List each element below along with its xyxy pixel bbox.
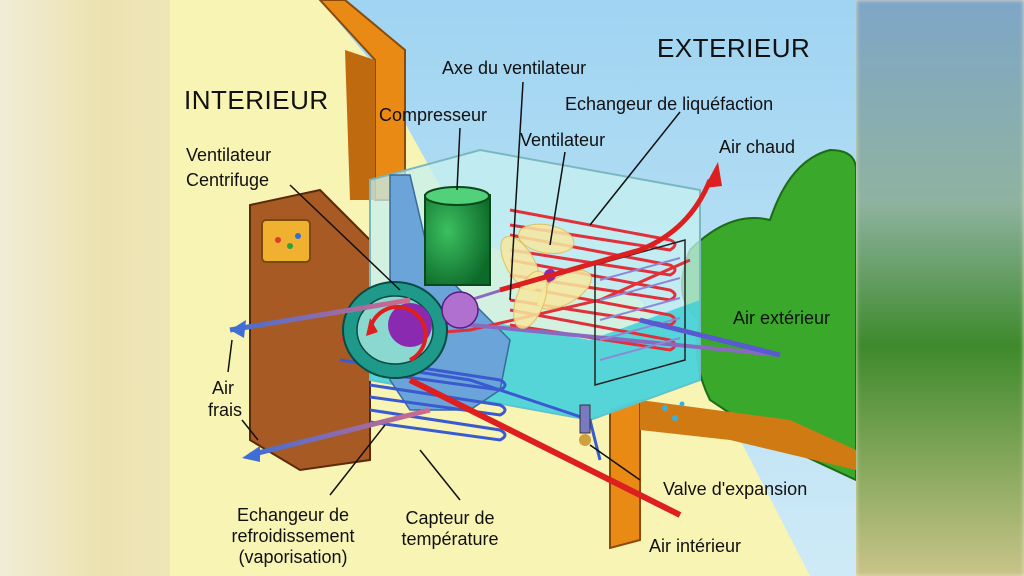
cooling-exchanger-label-line2: refroidissement xyxy=(231,526,355,546)
control-dot xyxy=(287,243,293,249)
air-conditioner-diagram: INTERIEUR EXTERIEUR Axe du ventilateur E… xyxy=(170,0,857,576)
cool-air-arrow-lower xyxy=(249,407,431,458)
fan-axis-label: Axe du ventilateur xyxy=(442,58,587,78)
cool-air-arrow-upper-head xyxy=(230,320,246,338)
hot-air-arrow xyxy=(499,179,713,293)
cooling-exchanger-label-line1: Echangeur de xyxy=(236,505,350,525)
exterior-zone-label: EXTERIEUR xyxy=(657,33,811,63)
fan-motor-housing xyxy=(441,291,479,329)
expansion-valve xyxy=(579,404,591,434)
grille-slats xyxy=(599,257,681,361)
diagram-artwork xyxy=(170,0,857,576)
temperature-sensor-label-line2: température xyxy=(401,529,499,549)
blurred-background-left xyxy=(0,0,170,576)
cool-air-label-line1: Air xyxy=(212,378,234,398)
rotation-arrow xyxy=(368,304,428,362)
interior-zone-label: INTERIEUR xyxy=(184,85,329,115)
cooling-exchanger-label-line3: (vaporisation) xyxy=(238,547,348,567)
control-panel xyxy=(261,219,311,263)
leader-lines xyxy=(227,81,681,501)
control-dot xyxy=(275,237,281,243)
compressor-body xyxy=(424,194,491,286)
expansion-valve-label: Valve d'expansion xyxy=(663,479,808,499)
control-dot xyxy=(295,233,301,239)
blurred-background-right xyxy=(856,0,1024,576)
indoor-air-label: Air intérieur xyxy=(649,536,742,556)
cool-air-label-line2: frais xyxy=(208,400,243,420)
expansion-valve-bulb xyxy=(579,434,591,446)
centrifugal-fan-label-line1: Ventilateur xyxy=(186,145,272,165)
wall-bottom-shape xyxy=(609,398,641,550)
outside-air-arrow xyxy=(639,317,781,358)
fan-label: Ventilateur xyxy=(520,130,606,150)
wall-top-side xyxy=(345,50,375,200)
cool-air-arrow-upper xyxy=(229,297,411,333)
compressor-label: Compresseur xyxy=(379,105,488,125)
hot-air-label: Air chaud xyxy=(719,137,796,157)
indoor-air-arrow xyxy=(408,377,682,518)
wall-bottom-slab xyxy=(640,400,856,470)
outlet-grille xyxy=(594,239,686,386)
fan-axis-shaft xyxy=(419,318,781,357)
evaporator-coil xyxy=(369,358,507,442)
water-droplets xyxy=(662,401,685,421)
outside-air-label: Air extérieur xyxy=(733,308,831,328)
centrifugal-fan-label-line2: Centrifuge xyxy=(186,170,270,190)
temperature-sensor-label-line1: Capteur de xyxy=(405,508,495,528)
sky-background xyxy=(320,0,856,576)
cool-air-arrow-lower-head xyxy=(242,446,260,462)
fan-motor xyxy=(388,303,432,347)
hot-air-arrow-head xyxy=(704,162,722,188)
rotation-arrow-head xyxy=(366,318,378,336)
liquefaction-exchanger-label: Echangeur de liquéfaction xyxy=(565,94,774,114)
